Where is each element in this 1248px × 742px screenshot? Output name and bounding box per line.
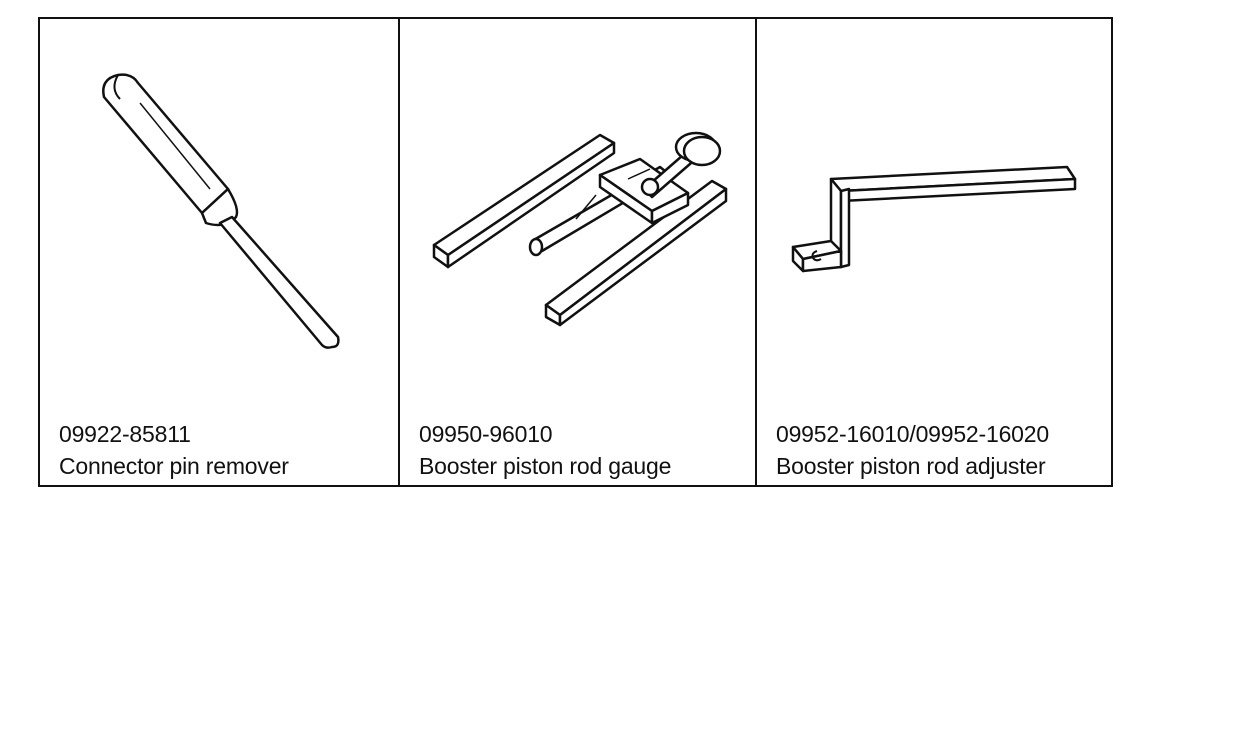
part-number: 09952-16010/09952-16020 bbox=[776, 421, 1049, 447]
connector-pin-remover-icon bbox=[102, 73, 340, 349]
booster-piston-rod-adjuster-icon bbox=[791, 165, 1077, 273]
tool-name: Booster piston rod gauge bbox=[419, 453, 672, 479]
special-tools-table: 09922-85811 Connector pin remover bbox=[38, 17, 1113, 487]
tool-caption: 09950-96010 Booster piston rod gauge bbox=[419, 418, 671, 482]
part-number: 09922-85811 bbox=[59, 421, 191, 447]
tool-caption: 09922-85811 Connector pin remover bbox=[59, 418, 289, 482]
tool-caption: 09952-16010/09952-16020 Booster piston r… bbox=[776, 418, 1049, 482]
part-number: 09950-96010 bbox=[419, 421, 553, 447]
tool-name: Booster piston rod adjuster bbox=[776, 453, 1046, 479]
tool-cell-booster-piston-rod-gauge: 09950-96010 Booster piston rod gauge bbox=[400, 19, 757, 485]
tool-cell-booster-piston-rod-adjuster: 09952-16010/09952-16020 Booster piston r… bbox=[757, 19, 1111, 485]
tool-name: Connector pin remover bbox=[59, 453, 289, 479]
tool-cell-connector-pin-remover: 09922-85811 Connector pin remover bbox=[40, 19, 400, 485]
booster-piston-rod-gauge-icon bbox=[432, 131, 728, 327]
